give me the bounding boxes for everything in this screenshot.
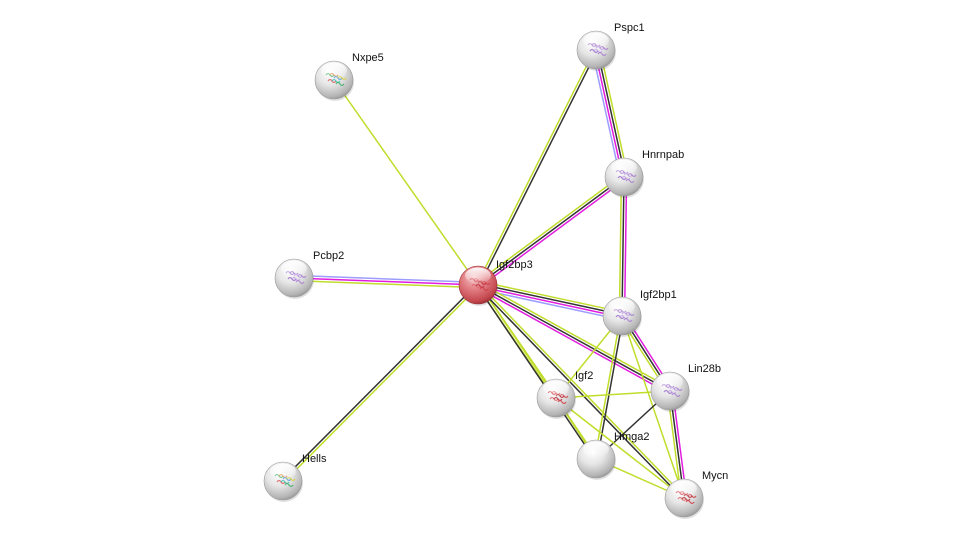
edge-line-textmining [476, 49, 596, 285]
node-gloss [657, 373, 683, 390]
edge-line-experiments [623, 177, 628, 317]
edge-hnrnpab-igf2bp1[interactable] [618, 176, 628, 317]
node-label: Igf2 [575, 370, 593, 382]
edge-igf2bp3-hells[interactable] [281, 283, 480, 483]
edge-line-textmining [478, 282, 672, 390]
node-label: Nxpe5 [352, 52, 384, 64]
node-label: Hnrnpab [642, 149, 684, 161]
edge-line-experiments [477, 285, 622, 319]
node-label: Mycn [702, 470, 728, 482]
nodes-layer: Igf2bp3 Pspc1HnrnpabIgf2bp1Lin28bIgf2Hmga… [263, 22, 728, 519]
edge-line-textmining [593, 315, 622, 459]
edge-line-textmining [478, 280, 623, 313]
node-label: Hmga2 [614, 431, 649, 443]
node-mycn[interactable]: Mycn [664, 470, 728, 519]
node-label: Pcbp2 [313, 250, 344, 262]
node-pcbp2[interactable]: Pcbp2 [274, 250, 344, 299]
edge-igf2bp3-mycn[interactable] [476, 283, 686, 500]
edge-line-coexpression [476, 285, 684, 500]
edge-igf2bp3-pspc1[interactable] [476, 49, 598, 286]
node-gloss [671, 480, 697, 497]
edge-igf2bp1-hmga2[interactable] [593, 315, 625, 460]
node-igf2bp1[interactable]: Igf2bp1 [602, 289, 677, 337]
edge-line-textmining [599, 48, 629, 177]
edge-igf2bp3-pcbp2[interactable] [293, 274, 479, 289]
edge-line-coexpression [596, 316, 625, 460]
edge-pspc1-hnrnpab[interactable] [591, 48, 629, 179]
edge-igf2bp3-hnrnpab[interactable] [476, 174, 626, 288]
edge-igf2bp3-igf2bp1[interactable] [477, 280, 623, 321]
edge-line-databases [591, 50, 621, 179]
node-hmga2[interactable]: Hmga2 [576, 431, 649, 480]
node-label: Pspc1 [614, 22, 645, 34]
node-label: Igf2bp3 [496, 259, 533, 271]
node-label: Hells [302, 453, 327, 465]
node-gloss [609, 298, 635, 315]
edge-igf2-mycn[interactable] [555, 397, 685, 499]
edge-line-experiments [476, 286, 670, 394]
edge-igf2bp3-hmga2[interactable] [476, 283, 598, 461]
edge-line-textmining [283, 285, 480, 483]
edge-line-coexpression [476, 285, 596, 461]
edge-igf2bp3-nxpe5[interactable] [333, 79, 479, 286]
node-label: Lin28b [688, 363, 721, 375]
node-igf2[interactable]: Igf2 [536, 370, 593, 419]
edge-line-coexpression [596, 49, 627, 177]
edge-line-databases [294, 274, 479, 284]
node-gloss [543, 380, 569, 397]
node-hnrnpab[interactable]: Hnrnpab [604, 149, 684, 198]
node-gloss [611, 159, 637, 176]
edge-line-experiments [593, 50, 624, 178]
edge-igf2bp3-lin28b[interactable] [476, 282, 672, 394]
node-label: Igf2bp1 [640, 289, 677, 301]
edge-line-coexpression [478, 50, 598, 286]
edge-line-coexpression [477, 284, 671, 392]
edge-line-experiments [293, 277, 479, 286]
edge-line-experiments [479, 178, 626, 288]
node-gloss [321, 62, 347, 79]
node-pspc1[interactable]: Pspc1 [576, 22, 645, 71]
node-gloss [465, 267, 491, 284]
node-hells[interactable]: Hells [263, 453, 327, 502]
node-nxpe5[interactable]: Nxpe5 [314, 52, 384, 101]
edge-line-textmining [293, 279, 478, 289]
node-gloss [583, 32, 609, 49]
edge-line-coexpression [478, 282, 623, 316]
edge-line-textmining [618, 176, 623, 316]
edge-line-textmining [476, 174, 623, 284]
node-gloss [583, 441, 609, 458]
node-lin28b[interactable]: Lin28b [650, 363, 721, 412]
edge-line-coexpression [621, 176, 625, 317]
node-igf2bp3[interactable]: Igf2bp3 [458, 259, 533, 306]
edge-line-textmining [478, 283, 598, 459]
edge-line-coexpression [281, 283, 478, 481]
node-gloss [270, 463, 296, 480]
edge-line-textmining [555, 397, 685, 499]
node-gloss [281, 260, 307, 277]
edge-line-coexpression [477, 176, 625, 286]
edge-line-textmining [478, 283, 686, 498]
edge-line-textmining [333, 79, 479, 286]
